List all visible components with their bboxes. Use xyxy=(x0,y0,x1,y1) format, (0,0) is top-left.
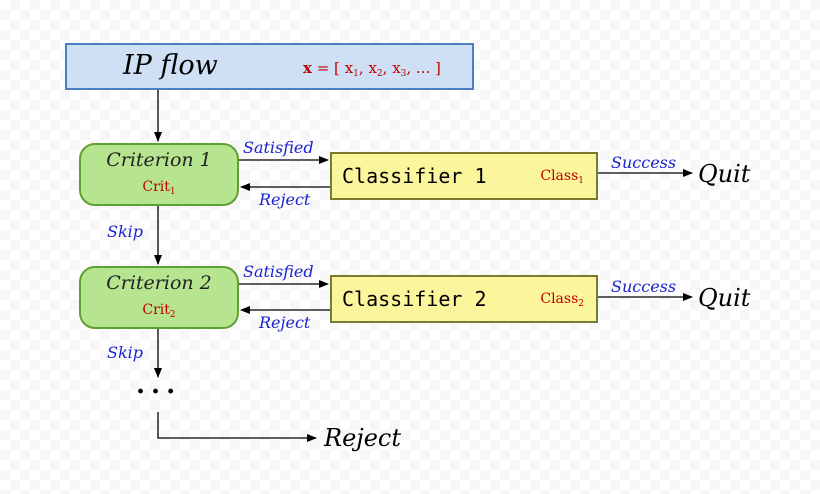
edge-label-reject-1: Reject xyxy=(259,190,311,209)
arrow-final-reject xyxy=(157,412,317,442)
edge-label-satisfied-2: Satisfied xyxy=(243,262,314,281)
classifier-1-title: Classifier 1 xyxy=(342,164,487,188)
formula-close: , ... ] xyxy=(406,59,441,77)
edge-label-skip-2: Skip xyxy=(107,343,144,362)
criterion-2-label-index: 2 xyxy=(169,310,176,320)
classifier-2-label-index: 2 xyxy=(578,299,584,309)
terminal-reject: Reject xyxy=(324,424,402,452)
formula-x1-index: 1 xyxy=(353,69,359,79)
classifier-2-box: Classifier 2 Class2 xyxy=(330,275,598,323)
formula-x2: x xyxy=(368,59,377,77)
formula-x3: x xyxy=(392,59,401,77)
classifier-1-box: Classifier 1 Class1 xyxy=(330,152,598,200)
formula-x3-index: 3 xyxy=(400,69,407,79)
formula-x2-index: 2 xyxy=(376,69,383,79)
criterion-2-title: Criterion 2 xyxy=(106,272,212,294)
criterion-1-box: Criterion 1 Crit1 xyxy=(79,143,239,206)
terminal-quit-2: Quit xyxy=(698,284,751,312)
edge-label-reject-2: Reject xyxy=(259,313,311,332)
criterion-1-label-index: 1 xyxy=(169,187,176,197)
criterion-2-label: Crit2 xyxy=(81,301,237,324)
ip-flow-title: IP flow xyxy=(123,50,218,81)
edge-label-satisfied-1: Satisfied xyxy=(243,138,314,157)
classifier-1-label-main: Class xyxy=(540,168,579,184)
classifier-2-label: Class2 xyxy=(540,290,584,313)
ip-flow-box: IP flow x = [ x1, x2, x3, ... ] xyxy=(65,43,474,90)
formula-sep2: , xyxy=(382,59,393,77)
formula-x1: x xyxy=(344,59,354,77)
classifier-1-label: Class1 xyxy=(540,167,584,190)
criterion-1-title: Criterion 1 xyxy=(106,149,212,171)
edge-label-success-1: Success xyxy=(611,153,677,172)
formula-sep1: , xyxy=(358,59,369,77)
formula-open: = [ xyxy=(311,59,345,77)
continuation-ellipsis: ... xyxy=(136,370,182,400)
classifier-2-label-main: Class xyxy=(540,291,579,307)
criterion-2-label-main: Crit xyxy=(142,302,170,318)
edge-label-success-2: Success xyxy=(611,277,677,296)
criterion-2-box: Criterion 2 Crit2 xyxy=(79,266,239,329)
classifier-1-label-index: 1 xyxy=(578,176,584,186)
edge-label-skip-1: Skip xyxy=(107,222,144,241)
criterion-1-label: Crit1 xyxy=(81,178,237,201)
classifier-2-title: Classifier 2 xyxy=(342,287,487,311)
formula-vector-symbol: x xyxy=(303,59,312,77)
criterion-1-label-main: Crit xyxy=(142,179,170,195)
feature-vector-formula: x = [ x1, x2, x3, ... ] xyxy=(303,58,441,84)
terminal-quit-1: Quit xyxy=(698,160,751,188)
